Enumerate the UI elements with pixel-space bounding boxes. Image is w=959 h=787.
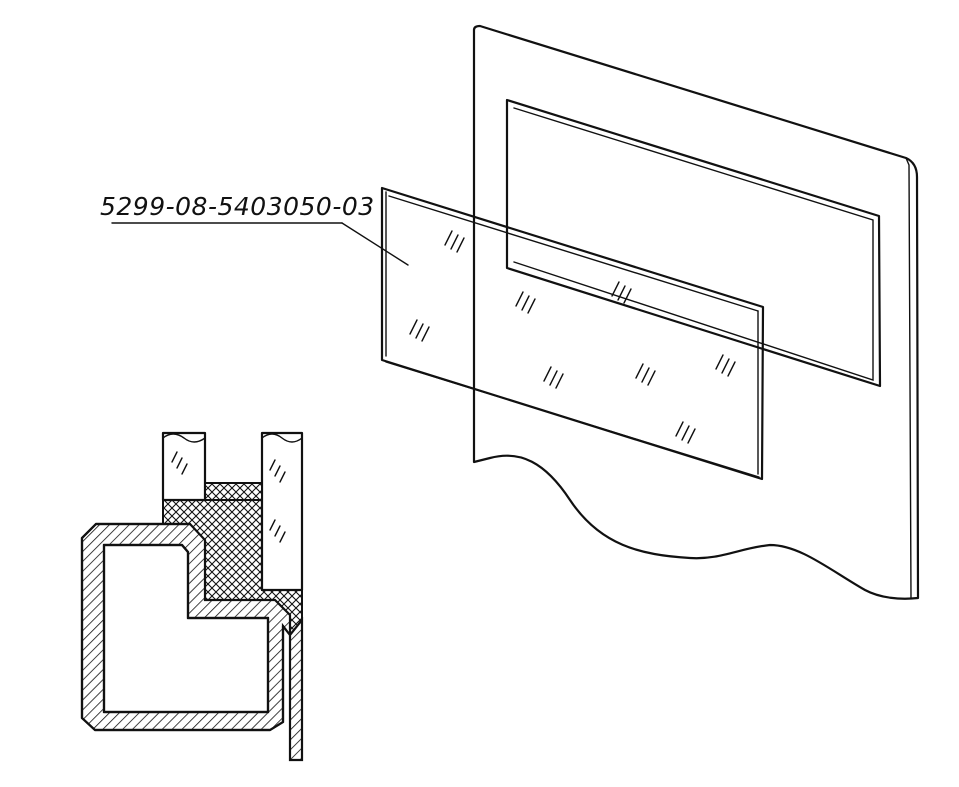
- door-panel: [472, 24, 920, 600]
- part-number-callout: 5299-08-5403050-03: [100, 192, 409, 266]
- section-detail: [80, 431, 304, 762]
- section-glass-left: [161, 431, 207, 502]
- glass-pane: [380, 186, 765, 481]
- glass-reflection-marks: [409, 230, 736, 444]
- section-glass-right: [260, 431, 304, 592]
- part-number-label: 5299-08-5403050-03: [100, 192, 375, 221]
- spacer-bead: [204, 482, 263, 501]
- window-opening: [505, 98, 882, 388]
- leader-line: [341, 222, 409, 266]
